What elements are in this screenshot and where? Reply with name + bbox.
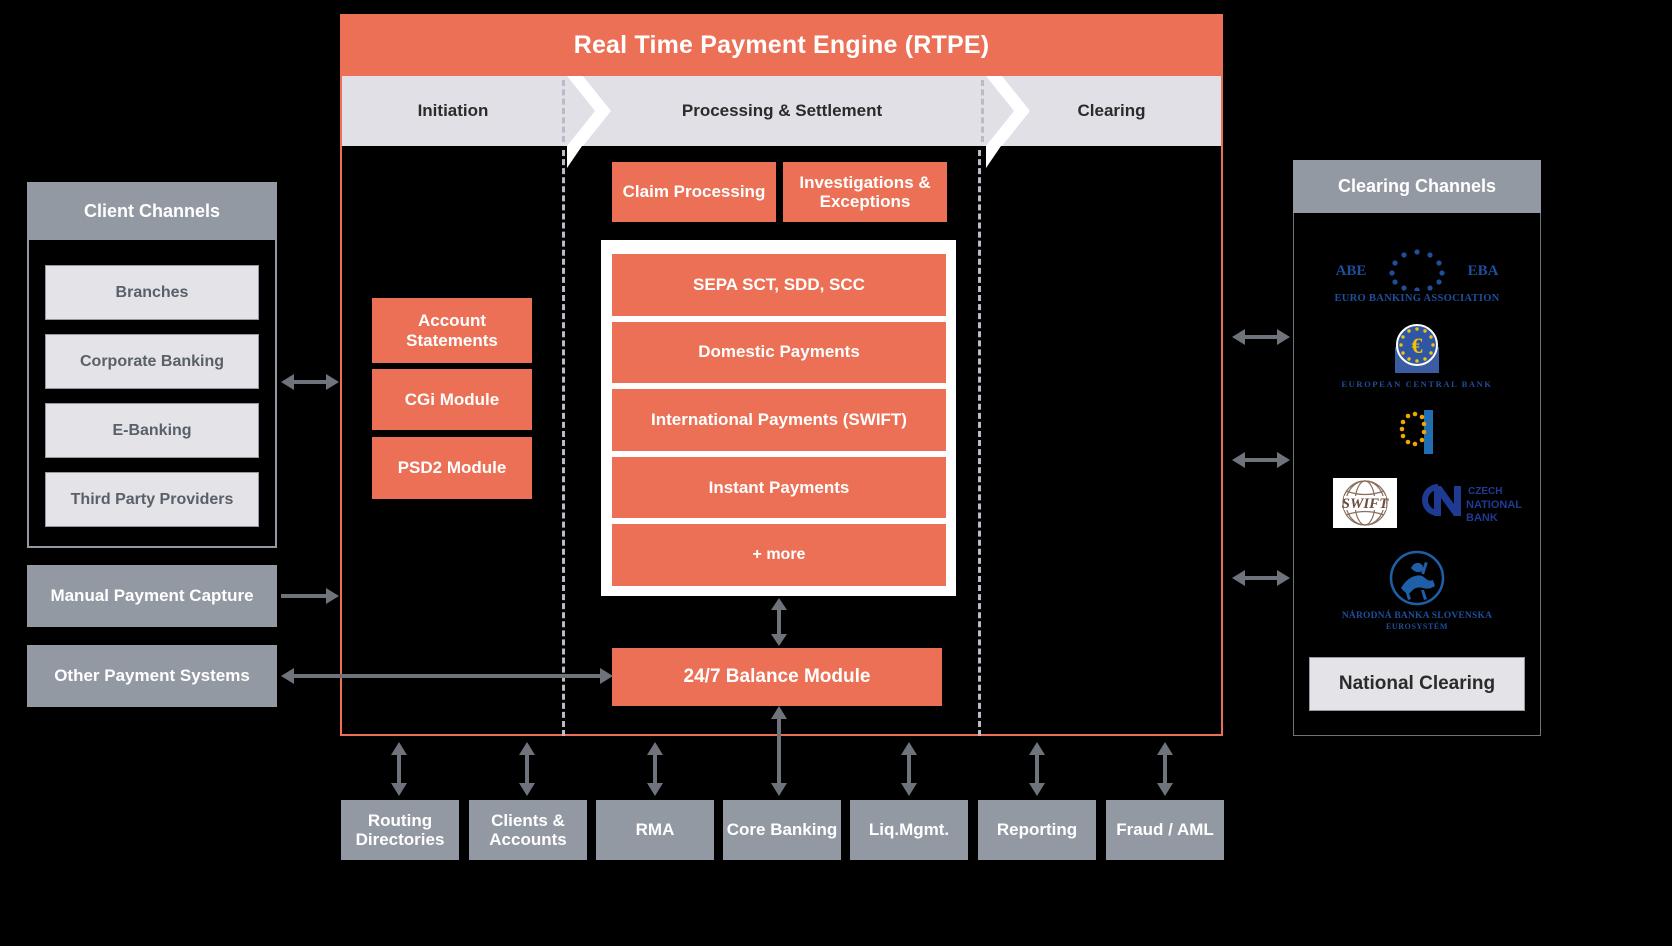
nbs-knight-icon	[1389, 550, 1445, 605]
arrow-rtpe-to-clearing-2	[1232, 448, 1290, 472]
page-title: Real Time Payment Engine (RTPE)	[573, 31, 990, 59]
client-channels-header: Client Channels	[27, 182, 277, 240]
eba-abbr-right: EBA	[1468, 263, 1499, 279]
ecb-euro-icon: €	[1395, 324, 1439, 373]
client-channel-branches[interactable]: Branches	[45, 265, 259, 320]
cnb-mark-icon: CZECH NATIONAL BANK	[1422, 484, 1522, 524]
arrow-service-fraud-aml	[1154, 742, 1176, 796]
arrow-service-rma	[644, 742, 666, 796]
manual-payment-capture[interactable]: Manual Payment Capture	[27, 565, 277, 627]
phase-clearing: Clearing	[1077, 101, 1146, 120]
svg-text:CZECH: CZECH	[1468, 486, 1502, 497]
ecb-logo: € EUROPEAN CENTRAL BANK	[1293, 320, 1541, 392]
module-investigations-exceptions[interactable]: Investigations & Exceptions	[783, 162, 947, 222]
eba-stars-icon: ABE EBA	[1336, 248, 1499, 291]
service-fraud-aml[interactable]: Fraud / AML	[1106, 800, 1224, 860]
eba-abbr-left: ABE	[1336, 263, 1367, 279]
payment-type-more[interactable]: + more	[612, 524, 946, 586]
eba-logo: ABE EBA EURO BANKING ASSOCIATION	[1293, 240, 1541, 310]
arrow-rtpe-to-clearing-1	[1232, 325, 1290, 349]
clearing-channels-header: Clearing Channels	[1293, 160, 1541, 213]
ecb-caption: EUROPEAN CENTRAL BANK	[1341, 379, 1493, 389]
payment-type-sepa[interactable]: SEPA SCT, SDD, SCC	[612, 254, 946, 316]
zone-divider-initiation	[562, 150, 565, 736]
arrow-service-clients	[516, 742, 538, 796]
arrow-service-routing	[388, 742, 410, 796]
payment-type-instant[interactable]: Instant Payments	[612, 456, 946, 519]
step2-stars-icon	[1399, 410, 1433, 454]
other-payment-systems[interactable]: Other Payment Systems	[27, 645, 277, 707]
phase-initiation: Initiation	[417, 101, 489, 120]
phase-bar: Initiation Processing & Settlement Clear…	[342, 76, 1221, 146]
nbs-logo: NÁRODNÁ BANKA SLOVENSKA EUROSYSTÉM	[1293, 548, 1541, 632]
service-routing-directories[interactable]: Routing Directories	[341, 800, 459, 860]
service-clients-accounts[interactable]: Clients & Accounts	[469, 800, 587, 860]
arrow-client-channels-to-rtpe	[281, 370, 339, 394]
module-balance[interactable]: 24/7 Balance Module	[612, 648, 942, 706]
service-liq-mgmt[interactable]: Liq.Mgmt.	[850, 800, 968, 860]
module-claim-processing[interactable]: Claim Processing	[612, 162, 776, 222]
service-core-banking[interactable]: Core Banking	[723, 800, 841, 860]
arrow-other-systems-to-processing	[281, 664, 613, 688]
nbs-caption: NÁRODNÁ BANKA SLOVENSKA	[1341, 610, 1493, 621]
rtpe-title-bar: Real Time Payment Engine (RTPE)	[340, 14, 1223, 76]
zone-divider-clearing	[978, 150, 981, 736]
eba-caption: EURO BANKING ASSOCIATION	[1334, 292, 1500, 304]
arrow-rtpe-to-clearing-3	[1232, 566, 1290, 590]
client-channel-corporate-banking[interactable]: Corporate Banking	[45, 334, 259, 389]
module-cgi[interactable]: CGi Module	[372, 369, 532, 430]
arrow-service-reporting	[1026, 742, 1048, 796]
arrow-manual-capture-to-rtpe	[281, 584, 339, 608]
phase-divider-2	[981, 80, 984, 142]
chevron-right-icon-2	[986, 76, 1032, 146]
svg-text:NATIONAL: NATIONAL	[1466, 499, 1522, 511]
ecb-euro-symbol: €	[1412, 333, 1423, 358]
svg-text:BANK: BANK	[1466, 512, 1498, 524]
swift-logo: SWIFT	[1333, 478, 1397, 528]
national-clearing-box[interactable]: National Clearing	[1309, 657, 1525, 711]
payment-type-international[interactable]: International Payments (SWIFT)	[612, 389, 946, 451]
clearing-channels-panel	[1293, 160, 1541, 736]
step2-logo	[1293, 404, 1541, 460]
swift-wordmark: SWIFT	[1342, 496, 1390, 512]
payment-type-domestic[interactable]: Domestic Payments	[612, 321, 946, 384]
client-channel-third-party-providers[interactable]: Third Party Providers	[45, 472, 259, 527]
arrow-service-core-banking	[768, 706, 790, 796]
arrow-service-liq-mgmt	[898, 742, 920, 796]
swift-globe-icon: SWIFT	[1342, 480, 1390, 526]
phase-processing-settlement: Processing & Settlement	[681, 101, 883, 120]
chevron-right-icon-1	[567, 76, 613, 146]
nbs-caption-eurosystem: EUROSYSTÉM	[1385, 621, 1448, 631]
chevron-tail-1	[567, 146, 613, 173]
payment-types-frame: SEPA SCT, SDD, SCC Domestic Payments Int…	[610, 252, 948, 588]
arrow-payments-to-balance	[768, 598, 790, 646]
chevron-tail-2	[986, 146, 1032, 173]
module-psd2[interactable]: PSD2 Module	[372, 437, 532, 499]
cnb-logo: CZECH NATIONAL BANK	[1410, 478, 1530, 530]
service-reporting[interactable]: Reporting	[978, 800, 1096, 860]
service-rma[interactable]: RMA	[596, 800, 714, 860]
module-account-statements[interactable]: Account Statements	[372, 298, 532, 363]
phase-divider-1	[562, 80, 565, 142]
client-channel-e-banking[interactable]: E-Banking	[45, 403, 259, 458]
